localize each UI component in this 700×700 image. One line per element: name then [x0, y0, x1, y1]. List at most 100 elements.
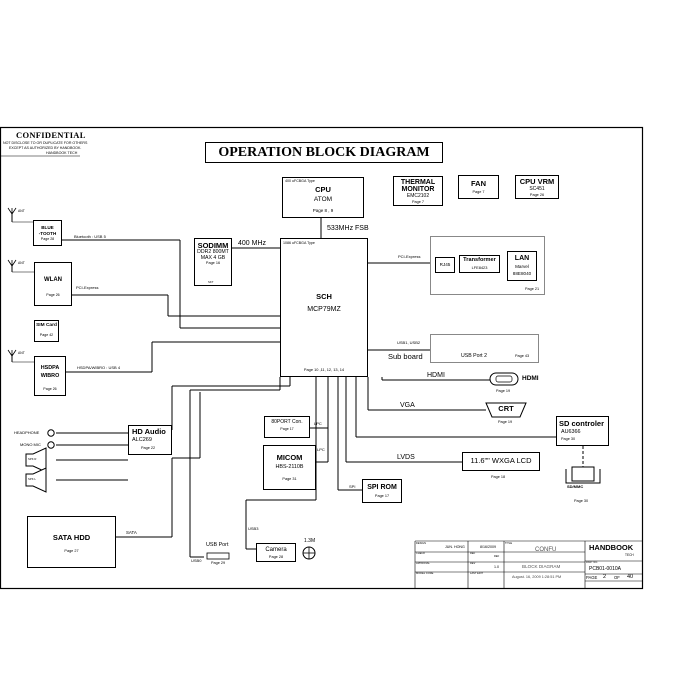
thermal-title1: THERMAL	[400, 179, 436, 186]
tb-page-total: 40	[627, 574, 634, 580]
crt-page: Page 19	[498, 420, 513, 424]
usb-port2-page: Page 43	[515, 354, 530, 358]
tb-page-number: 2	[603, 574, 607, 580]
lan-title: LAN	[514, 255, 530, 262]
transformer-title: Transformer	[463, 257, 496, 263]
port80-block: 80PORT Con. Page 17	[264, 416, 310, 438]
hdmi-page: Page 19	[496, 389, 511, 393]
page-title: OPERATION BLOCK DIAGRAM	[218, 145, 430, 160]
tb-design-label: DESIGN	[416, 542, 426, 545]
sch-model: MCP79MZ	[307, 306, 341, 313]
fsb-label: 533MHz FSB	[327, 225, 369, 232]
camera-title: Camera	[265, 547, 287, 553]
wlan-block: WLAN Page 26	[34, 262, 72, 306]
headphone-label: HEADPHONE	[14, 430, 40, 435]
micom-title: MICOM	[276, 453, 303, 462]
hd-audio-block: HD Audio ALC269 Page 22	[128, 425, 172, 455]
sd-controller-block: SD controler AU6366 Page 30	[556, 416, 609, 446]
hsdpa-title2: WIBRO	[40, 373, 60, 379]
wlan-page: Page 26	[46, 293, 60, 297]
sub-board-label: Sub board	[388, 352, 423, 361]
speaker-r-label: SPK R	[28, 457, 37, 461]
cpu-vrm-block: CPU VRM SC451 Page 26	[515, 175, 559, 199]
tb-ref-value: REF	[494, 555, 500, 558]
sch-package: 1086 uFCBGA Type	[283, 241, 315, 245]
spi-bus-label: SPI	[349, 484, 356, 489]
bluetooth-page: Page 28	[40, 237, 55, 241]
vga-bus-label: VGA	[400, 402, 415, 409]
fan-block: FAN Page 7	[458, 175, 499, 199]
title-frame	[205, 142, 443, 163]
tb-model-label: MODEL CODE	[416, 572, 434, 575]
port80-title: 80PORT Con.	[271, 419, 303, 425]
fan-page: Page 7	[472, 190, 485, 194]
hdmi-title: HDMI	[522, 375, 539, 382]
usb-bus-label: USB1, USB2	[397, 340, 421, 345]
ant-label-1: ANT	[18, 209, 25, 213]
hdmi-bus-label: HDMI	[427, 372, 445, 379]
mono-mic-label: MONO MIC	[20, 442, 41, 447]
usb-port-page: Page 29	[211, 561, 226, 565]
sd-slot-label: SD/MMC	[567, 484, 584, 489]
cpu-model: ATOM	[313, 196, 333, 203]
bluetooth-bus-label: Bluetooth : USB 5	[74, 234, 106, 239]
sd-controller-page: Page 30	[561, 437, 576, 441]
tb-last-edit-label: LAST EDIT	[470, 572, 484, 575]
sch-title: SCH	[316, 292, 332, 301]
hd-audio-title: HD Audio	[132, 427, 166, 436]
micom-block: MICOM HBS-2110B Page 31	[263, 445, 316, 490]
hsdpa-block: HSDPA WIBRO Page 26	[34, 356, 66, 396]
thermal-monitor-block: THERMAL MONITOR EMC2102 Page 7	[393, 176, 443, 206]
usb3-bus-label: USB3	[248, 526, 259, 531]
tb-date: 8/16/2009	[480, 545, 496, 549]
lan-chip-block: LAN Marvel 88E8040	[507, 251, 537, 281]
cpu-vrm-page: Page 26	[529, 193, 545, 197]
hsdpa-title1: HSDPA	[40, 365, 60, 371]
sata-hdd-title: SATA HDD	[52, 533, 91, 542]
rj45-block: RJ45	[435, 257, 455, 273]
cpu-title: CPU	[315, 185, 331, 194]
thermal-model: EMC2102	[406, 193, 430, 199]
tb-subtitle: BLOCK DIAGRAM	[522, 564, 561, 569]
usb0-bus-label: USB0	[191, 558, 202, 563]
lan-group: RJ45 Transformer LFE8423 LAN Marvel 88E8…	[430, 236, 545, 295]
micom-model: HBS-2110B	[275, 464, 304, 470]
tb-part-label: PART NO.	[586, 561, 598, 564]
rj45-title: RJ45	[439, 262, 451, 267]
bluetooth-title2: -TOOTH	[38, 231, 57, 236]
ant-label-3: ANT	[18, 351, 25, 355]
camera-page: Page 28	[268, 555, 284, 559]
hd-audio-model: ALC269	[132, 437, 152, 443]
memory-bus-label: 400 MHz	[238, 240, 267, 247]
tb-approval-label: APPROVAL	[416, 562, 430, 565]
sata-hdd-page: Page 27	[64, 549, 79, 553]
wlan-title: WLAN	[44, 277, 62, 283]
usb-port-title: USB Port	[206, 542, 229, 548]
sd-slot-page: Page 30	[574, 499, 589, 503]
sim-card-title: SIM Card	[36, 323, 57, 328]
spi-rom-title: SPI ROM	[367, 484, 397, 491]
micom-bus-label: LPC	[317, 447, 325, 452]
tb-rev-value: 1.0	[494, 565, 499, 569]
hsdpa-page: Page 26	[43, 387, 57, 391]
tb-of-label: OF	[614, 575, 620, 580]
hsdpa-bus-label: HSDPA/WIBRO : USB 4	[77, 365, 121, 370]
lan-page: Page 21	[525, 287, 540, 291]
usb-port2-group: USB Port 2 Page 43	[430, 334, 539, 363]
tb-rev-label: REV	[470, 562, 476, 565]
thermal-page: Page 7	[411, 200, 425, 204]
thermal-title2: MONITOR	[401, 186, 435, 193]
speaker-l-label: SPK L	[28, 477, 36, 481]
sodimm-socket: SKT	[208, 280, 214, 284]
sd-controller-title: SD controler	[559, 419, 605, 428]
port80-bus-label: LPC	[314, 421, 322, 426]
sata-bus-label: SATA	[126, 530, 137, 535]
lcd-block: 11.6"" WXGA LCD	[462, 452, 540, 471]
transformer-block: Transformer LFE8423	[459, 255, 500, 273]
sodimm-capacity: MAX 4 GB	[200, 255, 226, 261]
bluetooth-block: BLUE -TOOTH Page 28	[33, 220, 62, 246]
lvds-bus-label: LVDS	[397, 454, 415, 461]
tb-title-label: TITLE	[505, 542, 513, 545]
tb-last-edit: August. 16, 2009 1:28:51 PM	[512, 575, 562, 579]
